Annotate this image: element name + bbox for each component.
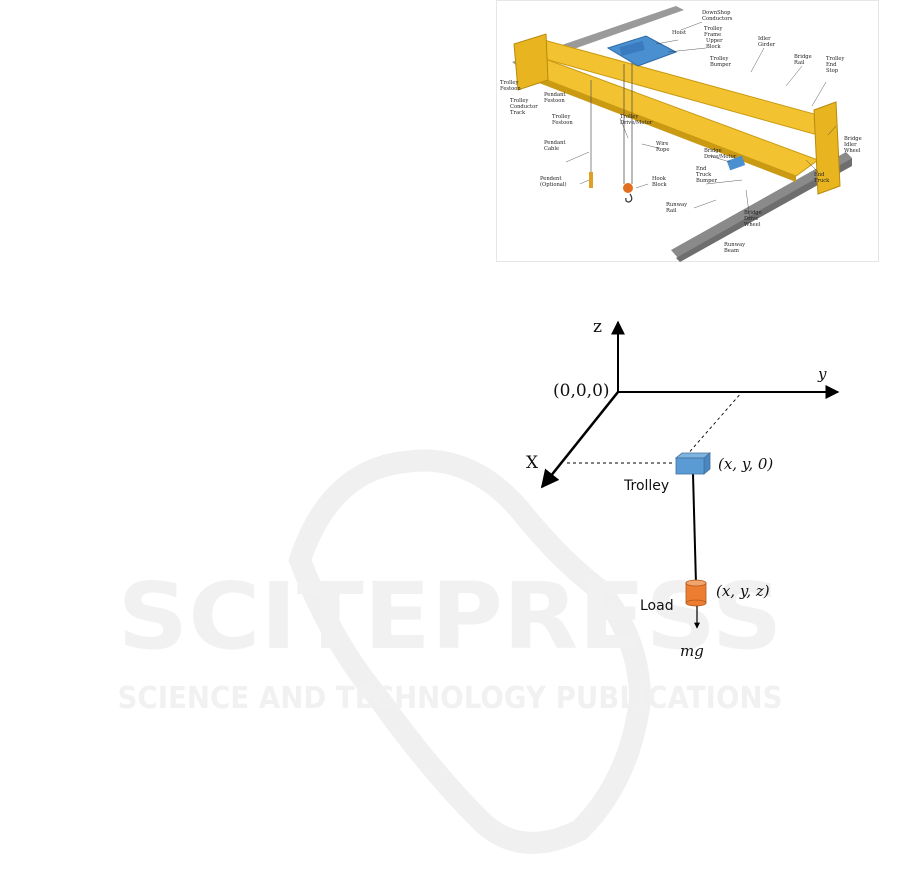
- trolley-box: [675, 457, 705, 475]
- bridge-motor: [726, 155, 746, 171]
- girder-shadow: [526, 72, 796, 182]
- load-coordinate-label: (x, y, z): [716, 582, 770, 600]
- leader-lines: [565, 21, 837, 221]
- hoist-drum: [619, 41, 645, 56]
- y-axis-label: y: [817, 365, 827, 383]
- watermark-map-outline: [288, 449, 652, 854]
- x-axis: [540, 391, 620, 489]
- end-truck-far: [513, 33, 549, 91]
- watermark-tagline: SCIENCE AND TECHNOLOGY PUBLICATIONS: [118, 681, 783, 716]
- hoist-rope: [692, 473, 697, 585]
- trolley-block: [674, 452, 712, 475]
- projection-to-y: [685, 391, 743, 457]
- load-cylinder: [685, 579, 707, 607]
- load-label: Load: [640, 598, 674, 614]
- watermark-word: SCITEPRESS: [118, 563, 783, 670]
- x-axis-label: X: [526, 453, 539, 473]
- end-truck-near: [813, 101, 841, 195]
- trolley-label: Trolley: [623, 478, 669, 494]
- label-hoist: Hoist: [672, 30, 687, 36]
- label-pendant-optional: Pendent(Optional): [540, 176, 567, 188]
- pendant-box: [589, 172, 593, 188]
- runway-beam-front-web: [676, 158, 852, 262]
- runway-beam-front: [671, 152, 852, 258]
- hook-block-sheave: [623, 183, 633, 193]
- origin-label: (0,0,0): [553, 381, 610, 401]
- hook-icon: [625, 193, 633, 203]
- gravity-force-label: mg: [680, 642, 704, 660]
- z-axis-label: z: [593, 317, 602, 337]
- trolley-coordinate-label: (x, y, 0): [718, 455, 773, 473]
